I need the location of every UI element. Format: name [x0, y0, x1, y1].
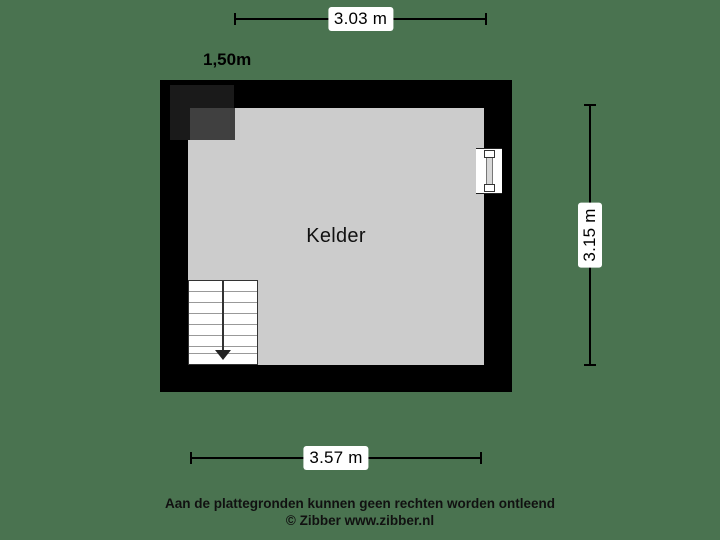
dimension-bottom: 3.57 m: [190, 446, 482, 470]
dimension-top-cap-right: [485, 13, 487, 25]
arrow-down-icon: [215, 350, 231, 360]
dimension-bottom-cap-left: [190, 452, 192, 464]
floorplan-kelder: Kelder: [160, 80, 512, 392]
corner-column-block: [190, 108, 235, 140]
window-jamb-bottom: [483, 184, 495, 192]
dimension-bottom-label: 3.57 m: [303, 446, 369, 470]
room-label: Kelder: [188, 108, 484, 365]
window-symbol: [476, 148, 502, 194]
window-jamb-top: [483, 150, 495, 158]
dimension-right-label: 3.15 m: [578, 202, 602, 268]
stair-direction-line: [222, 281, 224, 352]
window-glass: [485, 154, 493, 188]
dimension-right: 3.15 m: [578, 104, 602, 366]
disclaimer-text: Aan de plattegronden kunnen geen rechten…: [164, 496, 556, 511]
dimension-right-cap-bottom: [584, 364, 596, 366]
copyright-text: © Zibber www.zibber.nl: [285, 513, 435, 528]
staircase-symbol: [188, 280, 258, 365]
footer-disclaimer: Aan de plattegronden kunnen geen rechten…: [0, 495, 720, 529]
dimension-right-cap-top: [584, 104, 596, 106]
dimension-top-label: 3.03 m: [327, 7, 394, 31]
dimension-top-cap-left: [234, 13, 236, 25]
wall-segment-label: 1,50m: [203, 50, 252, 69]
dimension-bottom-cap-right: [480, 452, 482, 464]
dimension-top: 3.03 m: [234, 7, 487, 31]
room-label-text: Kelder: [306, 225, 366, 247]
